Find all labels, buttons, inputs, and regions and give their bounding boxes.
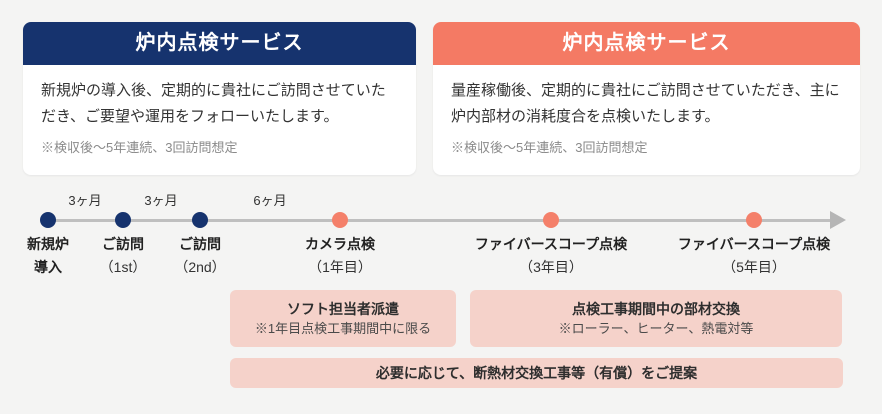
event-subtitle: （3年目） — [519, 259, 583, 275]
card-note: ※検収後〜5年連続、3回訪問想定 — [41, 139, 238, 155]
annotation-title: ソフト担当者派遣 — [287, 301, 399, 317]
timeline-event-visit-1st: ご訪問 （1st） — [100, 233, 147, 279]
card-title: 炉内点検サービス — [23, 22, 416, 65]
timeline-interval-label: 6ヶ月 — [253, 193, 287, 208]
event-title: ファイバースコープ点検 — [677, 236, 831, 252]
timeline-dot — [332, 212, 348, 228]
annotation-title: 点検工事期間中の部材交換 — [572, 301, 740, 317]
timeline-dot — [40, 212, 56, 228]
event-title: ご訪問 — [178, 236, 221, 252]
timeline-event-fiberscope-3y: ファイバースコープ点検 （3年目） — [475, 233, 627, 279]
event-title: 新規炉 — [27, 236, 69, 252]
timeline-event-visit-2nd: ご訪問 （2nd） — [174, 233, 225, 279]
annotation-soft-engineer-dispatch: ソフト担当者派遣 ※1年目点検工事期間中に限る — [230, 290, 456, 347]
event-subtitle: （2nd） — [174, 259, 226, 275]
card-description: 新規炉の導入後、定期的に貴社にご訪問させていただき、ご要望や運用をフォローいたし… — [41, 82, 386, 126]
timeline-interval-label: 3ヶ月 — [144, 193, 178, 208]
timeline-dot — [543, 212, 559, 228]
timeline-dot — [746, 212, 762, 228]
annotation-note: ※1年目点検工事期間中に限る — [254, 321, 432, 336]
card-note: ※検収後〜5年連続、3回訪問想定 — [451, 139, 648, 155]
card-inspection-service: 炉内点検サービス 量産稼働後、定期的に貴社にご訪問させていただき、主に炉内部材の… — [433, 22, 860, 175]
annotation-parts-replacement: 点検工事期間中の部材交換 ※ローラー、ヒーター、熱電対等 — [470, 290, 842, 347]
timeline-dot — [192, 212, 208, 228]
card-followup-service: 炉内点検サービス 新規炉の導入後、定期的に貴社にご訪問させていただき、ご要望や運… — [23, 22, 416, 175]
timeline-event-fiberscope-5y: ファイバースコープ点検 （5年目） — [678, 233, 830, 279]
annotation-insulation-proposal: 必要に応じて、断熱材交換工事等（有償）をご提案 — [230, 358, 843, 388]
event-title: ご訪問 — [102, 236, 144, 252]
event-title: ファイバースコープ点検 — [474, 236, 628, 252]
timeline-dot — [115, 212, 131, 228]
event-subtitle: 導入 — [34, 259, 62, 275]
event-title: カメラ点検 — [305, 236, 375, 252]
timeline-interval-label: 3ヶ月 — [68, 193, 102, 208]
card-title: 炉内点検サービス — [433, 22, 860, 65]
event-subtitle: （1年目） — [308, 259, 372, 275]
timeline-axis — [48, 219, 832, 222]
event-subtitle: （1st） — [99, 259, 147, 275]
timeline-event-new-furnace: 新規炉 導入 — [27, 233, 69, 279]
timeline-event-camera-inspection: カメラ点検 （1年目） — [305, 233, 375, 279]
event-subtitle: （5年目） — [722, 259, 786, 275]
card-description: 量産稼働後、定期的に貴社にご訪問させていただき、主に炉内部材の消耗度合を点検いた… — [451, 82, 840, 126]
annotation-note: ※ローラー、ヒーター、熱電対等 — [558, 321, 754, 336]
timeline-arrow-icon — [830, 211, 846, 229]
